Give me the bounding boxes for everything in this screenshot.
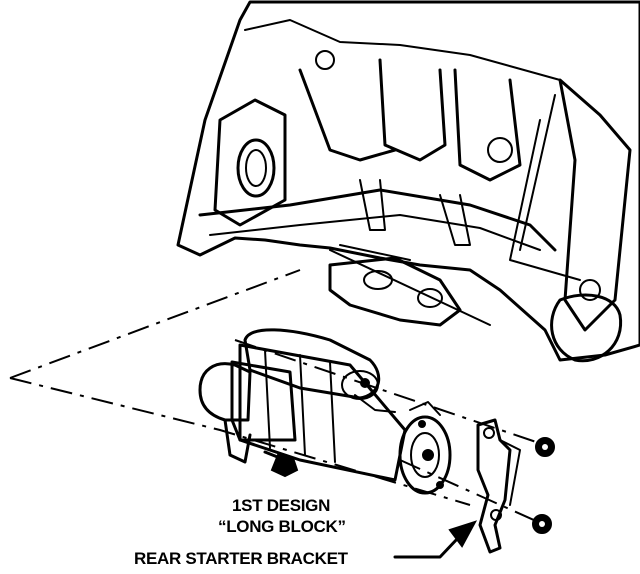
design-label-line1: 1ST DESIGN <box>232 496 330 515</box>
design-label-line2: “LONG BLOCK” <box>218 517 346 536</box>
bracket-leader-arrow <box>393 520 478 559</box>
alignment-lines <box>9 269 546 526</box>
rear-starter-bracket <box>476 418 521 554</box>
bracket-label: REAR STARTER BRACKET <box>134 549 349 568</box>
nut-upper <box>535 437 555 457</box>
starter-motor <box>198 328 452 495</box>
mounting-bolt <box>263 450 299 478</box>
nut-lower <box>532 514 552 534</box>
engine-block <box>176 0 640 363</box>
